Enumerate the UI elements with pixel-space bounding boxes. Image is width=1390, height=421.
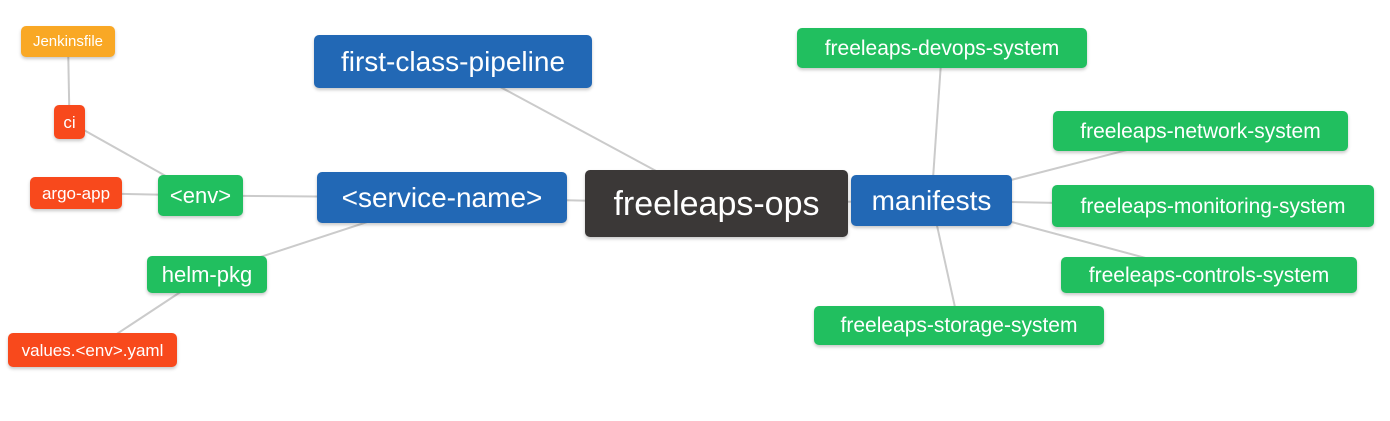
node-ci[interactable]: ci (54, 105, 85, 139)
node-root[interactable]: freeleaps-ops (585, 170, 848, 237)
node-first-class-pipeline[interactable]: first-class-pipeline (314, 35, 592, 88)
node-controls-system[interactable]: freeleaps-controls-system (1061, 257, 1357, 293)
node-manifests[interactable]: manifests (851, 175, 1012, 226)
node-argo-app[interactable]: argo-app (30, 177, 122, 209)
node-network-system[interactable]: freeleaps-network-system (1053, 111, 1348, 151)
node-monitoring-system[interactable]: freeleaps-monitoring-system (1052, 185, 1374, 227)
node-helm-pkg[interactable]: helm-pkg (147, 256, 267, 293)
node-env[interactable]: <env> (158, 175, 243, 216)
node-devops-system[interactable]: freeleaps-devops-system (797, 28, 1087, 68)
node-jenkinsfile[interactable]: Jenkinsfile (21, 26, 115, 57)
node-values-env-yaml[interactable]: values.<env>.yaml (8, 333, 177, 367)
node-service-name[interactable]: <service-name> (317, 172, 567, 223)
node-storage-system[interactable]: freeleaps-storage-system (814, 306, 1104, 345)
